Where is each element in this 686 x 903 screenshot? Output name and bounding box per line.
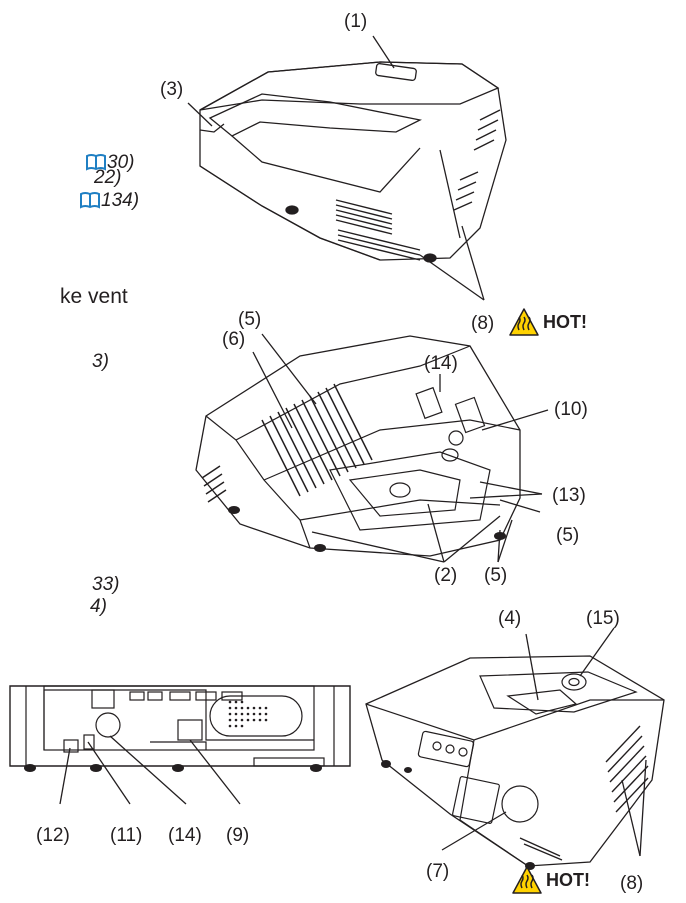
label-11: (11): [110, 825, 143, 846]
label-15: (15): [586, 608, 620, 629]
label-5-top: (5): [238, 309, 262, 330]
label-12: (12): [36, 825, 70, 846]
page-ref-22-text: 22): [94, 167, 122, 188]
page-ref-3-text: 3): [92, 351, 109, 372]
label-6: (6): [222, 329, 246, 350]
page-ref-3: 3): [92, 352, 109, 371]
hot-warning-icon: [509, 308, 539, 336]
hot-warning-top: HOT!: [509, 308, 587, 336]
label-1: (1): [344, 11, 368, 32]
label-14-mid: (14): [424, 353, 458, 374]
label-3: (3): [160, 79, 184, 100]
page-ref-30-text: 30): [107, 152, 135, 173]
page-ref-4-text: 4): [90, 596, 107, 617]
hot-warning-icon: [512, 866, 542, 894]
label-8-top: (8): [471, 313, 495, 334]
label-10: (10): [554, 399, 588, 420]
label-7: (7): [426, 861, 450, 882]
label-9: (9): [226, 825, 250, 846]
label-2: (2): [434, 565, 458, 586]
label-8-bottom: (8): [620, 873, 644, 894]
page-ref-30: 30): [86, 153, 134, 172]
label-5-right: (5): [556, 525, 580, 546]
page-ref-33-text: 33): [92, 574, 120, 595]
label-5-bottom: (5): [484, 565, 508, 586]
label-13: (13): [552, 485, 586, 506]
page-ref-33: 33): [92, 575, 119, 594]
page-ref-4: 4): [90, 597, 107, 616]
label-4: (4): [498, 608, 522, 629]
book-icon: [80, 192, 100, 209]
page-ref-134: 134): [80, 191, 139, 210]
page-ref-22: 22): [94, 168, 121, 187]
hot-text-bottom: HOT!: [546, 869, 590, 890]
hot-text-top: HOT!: [543, 311, 587, 332]
intake-vent-text: ke vent: [60, 285, 128, 308]
label-14-rear: (14): [168, 825, 202, 846]
page-ref-134-text: 134): [101, 190, 140, 211]
book-icon: [86, 154, 106, 171]
hot-warning-bottom: HOT!: [512, 866, 590, 894]
